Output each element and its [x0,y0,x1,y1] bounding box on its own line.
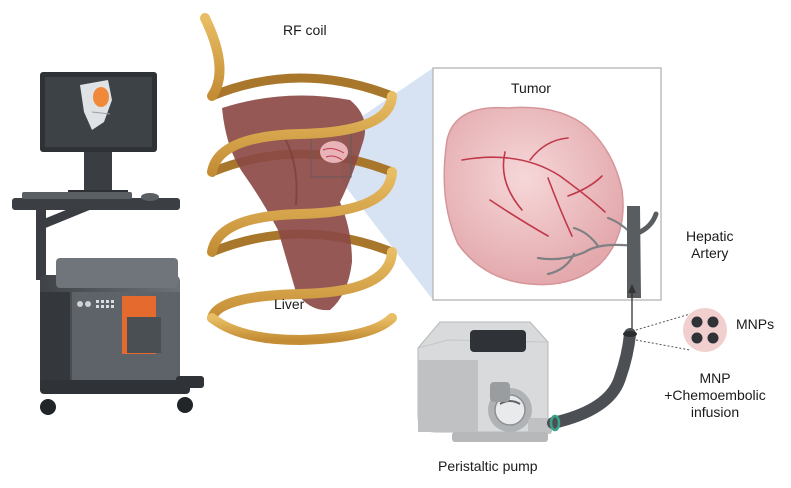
label-liver: Liver [274,296,305,312]
label-mnps: MNPs [736,316,775,332]
label-hepatic-artery-line1: Hepatic [686,228,734,244]
tumor-small [320,141,348,163]
control-cabinet [40,258,204,415]
label-hepatic-artery: Hepatic Artery [686,228,733,262]
catheter-tube [547,328,637,432]
tumor-large [443,106,624,286]
workstation-monitor [40,72,157,196]
hepatic-artery [627,206,641,298]
label-tumor: Tumor [511,80,551,96]
mnp-inset [635,308,727,352]
label-peristaltic-pump: Peristaltic pump [438,458,538,474]
label-rf-coil: RF coil [283,22,327,38]
label-infusion-line1: MNP [699,370,731,386]
label-infusion: MNP +Chemoembolic infusion [655,370,775,421]
label-hepatic-artery-line2: Artery [691,245,729,261]
workstation-keyboard [12,192,180,280]
tumor-panel [432,67,662,301]
rf-coil-front [200,13,397,346]
flow-arrow [628,284,636,330]
label-infusion-line3: infusion [690,404,740,420]
peristaltic-pump [417,321,552,442]
label-infusion-line2: +Chemoembolic [664,387,766,403]
